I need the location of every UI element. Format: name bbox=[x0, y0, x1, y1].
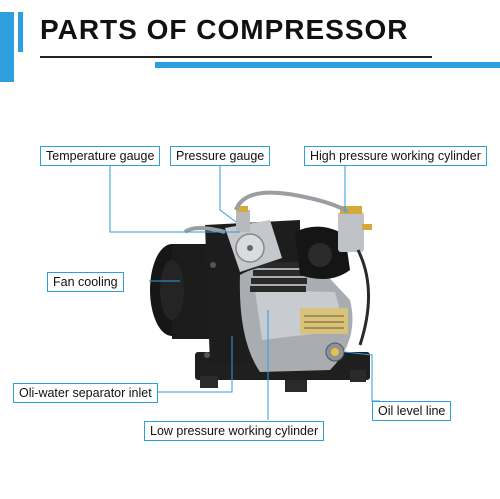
high-pressure-cylinder bbox=[338, 212, 364, 252]
foot-left bbox=[200, 376, 218, 388]
leader-oil-water-separator bbox=[155, 336, 233, 393]
braided-hose-top bbox=[234, 190, 350, 214]
label-oil-level-line: Oil level line bbox=[372, 401, 452, 421]
label-pressure-gauge: Pressure gauge bbox=[170, 146, 271, 166]
accent-bar-left bbox=[0, 12, 14, 82]
high-pressure-fitting bbox=[340, 206, 362, 214]
high-pressure-head-boss bbox=[308, 243, 332, 267]
nameplate bbox=[300, 308, 348, 334]
low-pressure-cylinder-fins bbox=[250, 262, 307, 292]
label-low-pressure-cylinder: Low pressure working cylinder bbox=[144, 421, 325, 441]
oil-line-hose bbox=[356, 249, 371, 346]
braided-hose-left bbox=[183, 226, 226, 234]
title-underline bbox=[40, 56, 432, 58]
oil-sight-center bbox=[331, 348, 339, 356]
leader-pressure-gauge bbox=[219, 163, 237, 223]
temperature-sensor bbox=[236, 210, 250, 232]
frame-bolt bbox=[204, 352, 210, 358]
foot-mid bbox=[285, 380, 307, 392]
fan-grille bbox=[160, 260, 184, 320]
accent-stripe bbox=[155, 62, 500, 68]
label-oil-water-separator-inlet: Oli-water separator inlet bbox=[13, 383, 158, 403]
high-pressure-fitting-side bbox=[362, 224, 372, 230]
label-high-pressure-cylinder: High pressure working cylinder bbox=[304, 146, 487, 166]
label-temperature-gauge: Temperature gauge bbox=[40, 146, 161, 166]
page-title: PARTS OF COMPRESSOR bbox=[40, 14, 409, 45]
temperature-sensor-cap bbox=[238, 206, 248, 212]
leader-temperature-gauge bbox=[109, 163, 240, 233]
foot-right bbox=[350, 370, 366, 382]
accent-bar-left-thin bbox=[18, 12, 23, 52]
frame-bolt bbox=[210, 262, 216, 268]
label-fan-cooling: Fan cooling bbox=[47, 272, 124, 292]
